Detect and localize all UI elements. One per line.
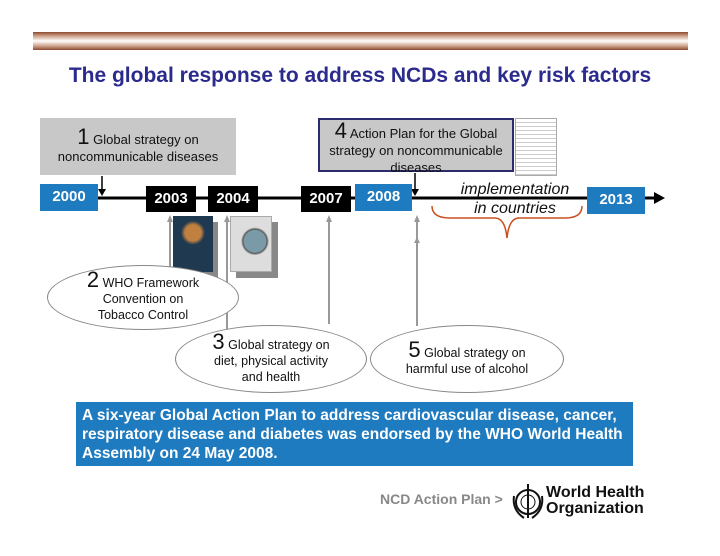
summary-message: A six-year Global Action Plan to address… [76,402,633,466]
item-text: and health [241,369,301,384]
implementation-line2: in countries [474,200,556,217]
org-name-line1: World Health [546,484,645,501]
implementation-line1: implementation [460,181,570,198]
dpas-book-image [230,216,272,272]
slide-title: The global response to address NCDs and … [68,64,652,87]
year-2008: 2008 [355,184,412,211]
item-4-box: 4 Action Plan for the Global strategy on… [318,118,514,175]
item-text: Global strategy on [93,132,199,147]
item-text: Action Plan for the Global [349,126,498,141]
item-text: Global strategy on [228,337,330,352]
implementation-label: implementation in countries [445,180,585,218]
timeline-arrowhead [654,192,665,204]
item-text: noncommunicable diseases [57,149,219,164]
item-text: Tobacco Control [97,308,189,322]
breadcrumb: NCD Action Plan > [380,491,503,507]
item-2-ellipse: 2 WHO Framework Convention on Tobacco Co… [47,265,239,330]
org-name-line2: Organization [546,500,644,517]
item-5-ellipse: 5 Global strategy on harmful use of alco… [370,325,564,393]
item-number: 2 [86,267,100,292]
year-2007: 2007 [301,186,351,212]
item-number: 4 [334,118,347,143]
year-2013: 2013 [587,187,645,214]
year-2000: 2000 [40,184,98,211]
item-3-ellipse: 3 Global strategy on diet, physical acti… [175,325,367,393]
year-2004: 2004 [208,186,258,212]
fctc-book-image [173,216,213,272]
item-text: WHO Framework [102,276,200,290]
item-text: strategy on noncommunicable [329,143,503,158]
item-text: Global strategy on [424,345,526,360]
implementation-brace [431,205,583,239]
action-plan-document-image [515,118,557,176]
item-number: 3 [212,328,225,354]
item-text: diet, physical activity [214,353,328,368]
item-text: harmful use of alcohol [405,361,529,376]
who-logo-text: World Health Organization [546,485,644,517]
year-2003: 2003 [146,186,196,212]
item-number: 1 [77,124,90,149]
item-number: 5 [408,336,421,362]
header-band [33,32,688,50]
who-emblem-icon [512,484,544,519]
item-text: diseases [390,160,442,175]
item-1-box: 1 Global strategy on noncommunicable dis… [40,118,236,175]
item-text: Convention on [102,292,184,306]
